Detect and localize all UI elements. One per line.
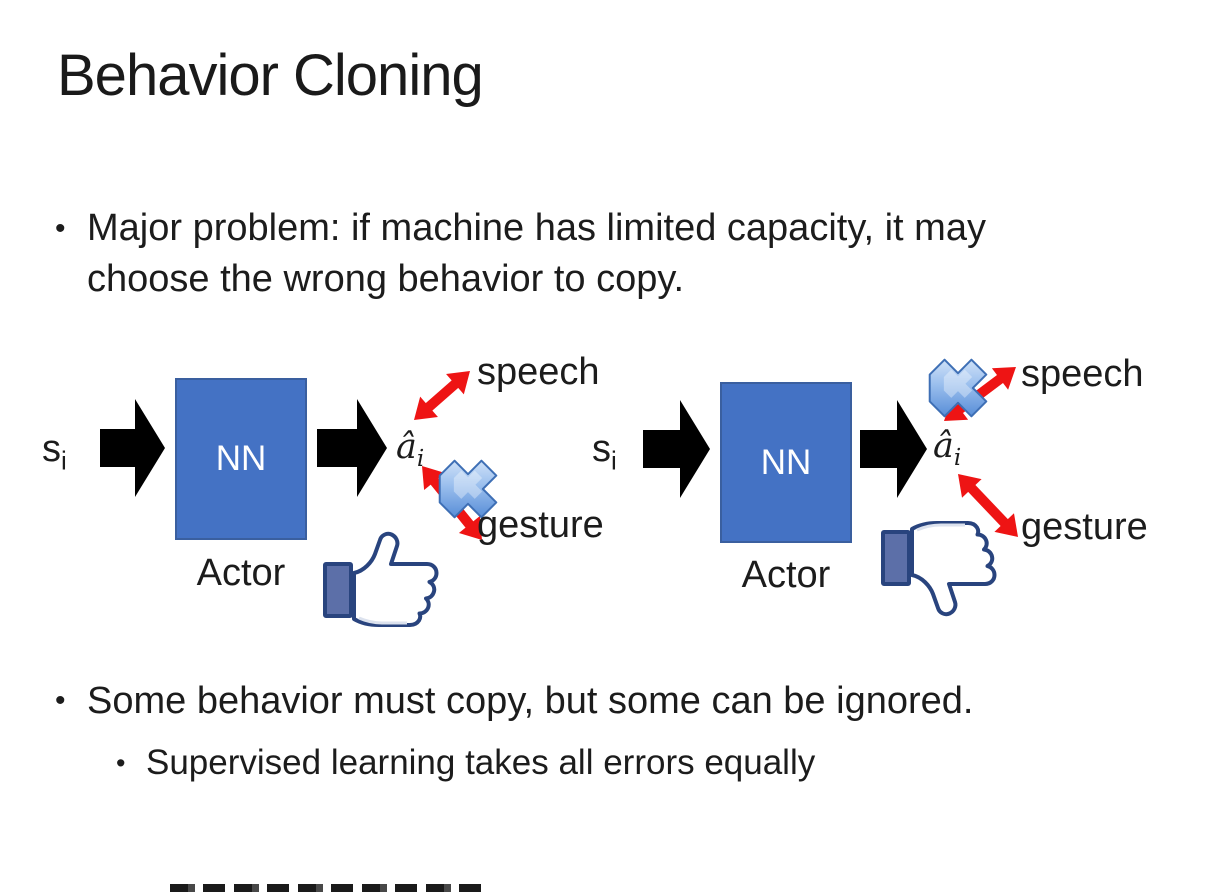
- actor-label-left: Actor: [196, 552, 286, 594]
- bullet-marker: •: [116, 748, 126, 778]
- page-title: Behavior Cloning: [57, 43, 484, 108]
- input-state-label-right: si: [592, 428, 617, 476]
- input-subscript: i: [611, 445, 617, 476]
- block-arrow-input-right: [643, 400, 710, 498]
- bullet-supervised: • Supervised learning takes all errors e…: [116, 740, 1116, 786]
- thumbs-up-icon: [323, 531, 439, 627]
- bullet-major-problem: • Major problem: if machine has limited …: [55, 203, 1077, 305]
- nn-box-right: NN: [720, 382, 852, 543]
- nn-box-left: NN: [175, 378, 307, 540]
- output-subscript: i: [953, 445, 962, 471]
- bullet-text: Major problem: if machine has limited ca…: [87, 207, 986, 300]
- output-action-label-left: âi: [396, 427, 425, 472]
- bullet-some-behavior: • Some behavior must copy, but some can …: [55, 676, 1155, 726]
- cross-out-speech-icon: [928, 358, 988, 418]
- nn-box-label: NN: [215, 439, 267, 478]
- thumbs-down-icon: [881, 521, 997, 617]
- speech-label-left: speech: [477, 351, 600, 393]
- gesture-label-left: gesture: [477, 504, 604, 546]
- nn-box-label: NN: [760, 442, 812, 482]
- input-subscript: i: [61, 445, 67, 476]
- bullet-text: Some behavior must copy, but some can be…: [87, 680, 974, 722]
- block-arrow-input-left: [100, 399, 165, 497]
- cross-out-gesture-icon: [438, 459, 498, 519]
- actor-label-right: Actor: [741, 554, 831, 596]
- bullet-marker: •: [55, 684, 66, 717]
- output-subscript: i: [416, 446, 425, 472]
- output-action-label-right: âi: [933, 426, 962, 471]
- cutoff-text-sliver: [170, 884, 490, 892]
- speech-label-right: speech: [1021, 353, 1144, 395]
- bullet-marker: •: [55, 212, 66, 245]
- speech-relation-arrow-left: [414, 371, 470, 420]
- block-arrow-output-right: [860, 400, 927, 498]
- bullet-text: Supervised learning takes all errors equ…: [146, 743, 816, 782]
- input-state-label-left: si: [42, 428, 67, 476]
- block-arrow-output-left: [317, 399, 387, 497]
- gesture-label-right: gesture: [1021, 506, 1148, 548]
- gesture-relation-arrow-right: [958, 474, 1018, 537]
